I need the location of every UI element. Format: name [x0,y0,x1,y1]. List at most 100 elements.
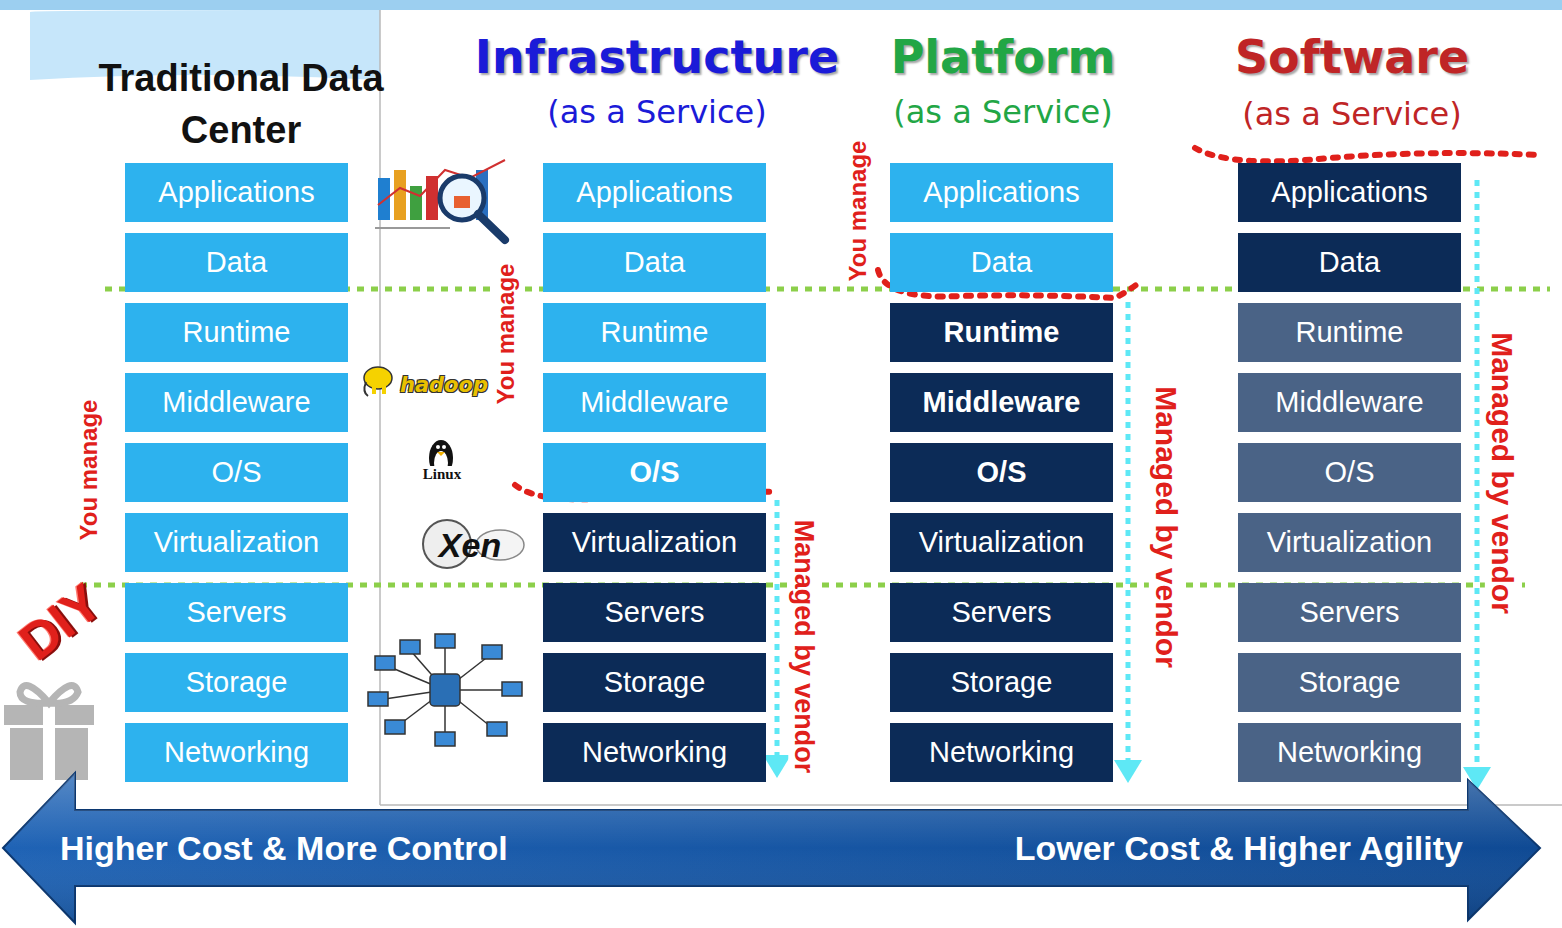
stack-layer-box: Storage [1238,653,1461,712]
column-subheading: (as a Service) [1242,95,1461,133]
network-icon [375,656,395,670]
layer-name: Middleware [162,386,310,419]
hadoop-elephant [364,382,368,396]
layer-name: Middleware [580,386,728,419]
stack-layer-box: Virtualization [1238,513,1461,572]
layer-name: Networking [1277,736,1422,769]
double-arrow [3,773,1540,923]
stack-layer-box: Networking [543,723,766,782]
network-icon [400,640,420,654]
network-icon [385,720,405,734]
layer-name: Storage [604,666,706,699]
chart-icon [378,178,390,220]
network-icon [368,634,522,746]
layer-name: O/S [977,456,1027,489]
column-heading: Software [1235,30,1469,84]
layer-name: Networking [164,736,309,769]
managed-by-vendor-label: Managed by vendor [1149,383,1183,671]
double-arrow [3,773,1540,923]
stack-layer-box: O/S [125,443,348,502]
stack-layer-box: Storage [125,653,348,712]
layer-name: Applications [576,176,732,209]
stack-layer-box: Data [1238,233,1461,292]
layer-name: Storage [186,666,288,699]
stack-layer-box: Runtime [543,303,766,362]
managed-by-vendor-label: Managed by vendor [788,516,819,776]
linux-penguin [436,445,440,449]
managed-by-vendor-label: Managed by vendor [1485,329,1519,617]
layer-name: Middleware [1275,386,1423,419]
you-manage-label: You manage [492,261,520,408]
network-icon [502,682,522,696]
top-band [0,0,1562,10]
chart-icon [478,214,505,240]
column-heading: Infrastructure [475,30,839,84]
cyan-dotted-arrow [777,180,1477,772]
layer-name: Servers [952,596,1052,629]
layer-name: Virtualization [572,526,738,559]
stack-layer-box: O/S [1238,443,1461,502]
gift-icon [20,686,78,704]
hadoop-elephant [364,367,392,396]
layer-name: O/S [1325,456,1375,489]
layer-name: Applications [158,176,314,209]
you-manage-label: You manage [75,397,103,544]
cyan-arrowhead [1114,760,1142,783]
stack-layer-box: Networking [890,723,1113,782]
layer-name: Middleware [923,386,1081,419]
layer-name: Virtualization [1267,526,1433,559]
layer-name: Data [624,246,685,279]
network-icon [368,692,388,706]
stack-layer-box: Servers [1238,583,1461,642]
layer-name: Applications [1271,176,1427,209]
top-band [380,804,1562,806]
column-heading: Platform [891,30,1116,84]
logo-text: hadoop [400,373,488,397]
chart-icon [375,227,450,229]
stack-layer-box: Virtualization [543,513,766,572]
cyan-dotted-arrow [1126,302,1131,765]
layer-name: Runtime [1296,316,1404,349]
arrow-caption: Lower Cost & Higher Agility [1015,829,1463,868]
column-subheading: (as a Service) [893,93,1112,131]
stack-layer-box: Data [890,233,1113,292]
layer-name: O/S [212,456,262,489]
layer-name: Virtualization [154,526,320,559]
double-arrow [3,773,1540,923]
layer-name: Runtime [601,316,709,349]
network-icon [430,674,460,706]
arrow-caption: Higher Cost & More Control [60,829,508,868]
top-band [379,10,381,805]
layer-name: Networking [582,736,727,769]
layer-name: Servers [605,596,705,629]
layer-name: Runtime [183,316,291,349]
stack-layer-box: Middleware [890,373,1113,432]
stack-layer-box: Runtime [1238,303,1461,362]
stack-layer-box: Data [543,233,766,292]
stack-layer-box: Applications [890,163,1113,222]
stack-layer-box: Networking [1238,723,1461,782]
layer-name: Servers [1300,596,1400,629]
stack-layer-box: Servers [890,583,1113,642]
chart-icon [375,160,505,240]
stack-layer-box: Networking [125,723,348,782]
layer-name: Virtualization [919,526,1085,559]
layer-name: O/S [630,456,680,489]
stack-layer-box: Data [125,233,348,292]
stack-layer-box: Applications [125,163,348,222]
logo-text: Xen [439,526,501,565]
xen-logo [423,520,524,568]
layer-name: Storage [1299,666,1401,699]
layer-name: Data [971,246,1032,279]
stack-layer-box: Servers [125,583,348,642]
linux-penguin [437,452,445,456]
layer-name: Networking [929,736,1074,769]
network-icon [482,645,502,659]
stack-layer-box: O/S [890,443,1113,502]
logo-text: Linux [420,466,464,483]
chart-icon [454,196,470,208]
stack-layer-box: O/S [543,443,766,502]
diy-stamp: DIY [7,572,112,673]
stack-layer-box: Storage [890,653,1113,712]
